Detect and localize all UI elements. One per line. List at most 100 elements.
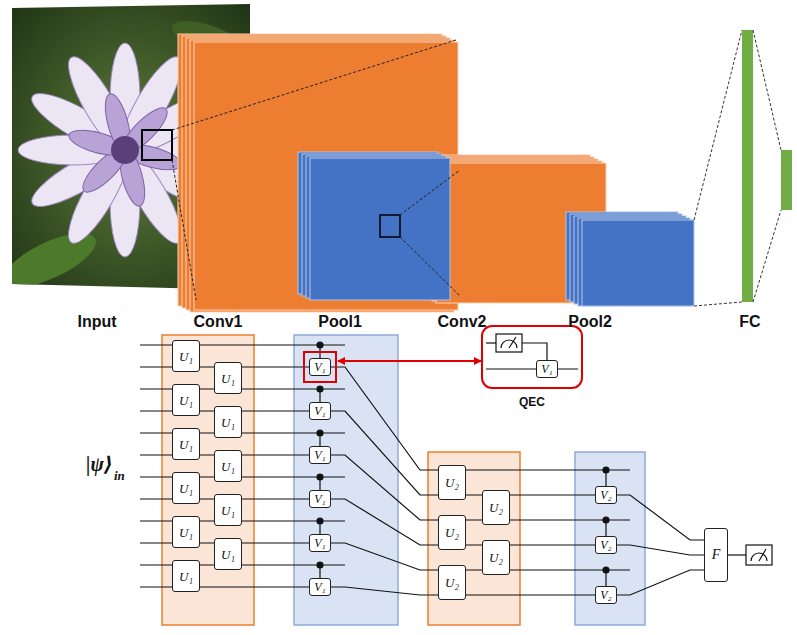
conv-region: [162, 335, 254, 625]
projection-line: [172, 160, 196, 300]
gate-label: V₁: [314, 449, 326, 461]
conv-gate: U₂: [438, 515, 466, 550]
projection-line: [400, 170, 460, 215]
gate-label: U₂: [445, 576, 459, 589]
gate-label: U₂: [445, 526, 459, 539]
caption-holder: QEC: [482, 392, 582, 410]
gate-label: V₁: [314, 405, 326, 417]
gate-label: U₂: [445, 476, 459, 489]
receptive-field: [380, 215, 400, 237]
conv-gate: U₂: [438, 465, 466, 500]
conv-gate: U₂: [482, 540, 510, 575]
projection-line: [694, 302, 742, 306]
gate-label: U₁: [179, 526, 193, 539]
layer-label: Input: [77, 313, 116, 330]
label-holder: |ψ⟩: [86, 452, 113, 476]
projection-line: [753, 30, 781, 150]
highlight-box: [304, 352, 336, 382]
gate-label: V₁: [314, 537, 326, 549]
label-holder: Pool1: [318, 313, 362, 331]
gate-label: U₁: [221, 548, 235, 561]
layer-label: Pool2: [568, 313, 612, 330]
pool-gate: V₁: [536, 360, 558, 378]
input-state: |ψ⟩: [86, 453, 113, 475]
conv-gate: U₁: [214, 538, 242, 570]
gate-label: U₁: [179, 394, 193, 407]
conv-region: [428, 452, 520, 625]
label-holder: Conv2: [438, 313, 487, 331]
layer-label: Conv1: [194, 313, 243, 330]
conv-gate: U₁: [214, 450, 242, 482]
gate-label: V₁: [314, 361, 326, 373]
gate-label: U₂: [489, 551, 503, 564]
label-holder: Pool2: [568, 313, 612, 331]
pool-gate: V₁: [309, 446, 331, 464]
gate-label: V₁: [314, 493, 326, 505]
gate-label: V₂: [600, 539, 612, 551]
pool-gate: V₂: [595, 486, 617, 504]
panel-title: QEC: [519, 395, 545, 409]
conv-gate: U₁: [172, 516, 200, 548]
label-holder: Conv1: [194, 313, 243, 331]
gate-label: U₁: [179, 438, 193, 451]
gate-label: F: [712, 548, 721, 562]
gate-label: V₂: [600, 589, 612, 601]
conv-gate: U₁: [172, 560, 200, 592]
conv-gate: U₁: [214, 362, 242, 394]
pool-gate: V₁: [309, 490, 331, 508]
label-holder: in: [114, 466, 125, 484]
state-subscript: in: [114, 468, 125, 483]
pool-region: [575, 452, 645, 625]
gate-label: U₁: [179, 350, 193, 363]
qubit-wires: [140, 345, 746, 595]
pool-gate: V₁: [309, 534, 331, 552]
receptive-field: [142, 130, 172, 160]
pool1-stack: [298, 152, 450, 300]
conv-gate: U₁: [214, 494, 242, 526]
output-bar: [781, 150, 792, 210]
pool-gate: V₂: [595, 586, 617, 604]
conv1-stack: [178, 34, 458, 312]
measurement-meter: [746, 545, 772, 565]
projection-line: [694, 30, 742, 220]
pool-gate: V₁: [309, 578, 331, 596]
pool-gate: V₂: [595, 536, 617, 554]
projection-line: [753, 210, 781, 302]
gate-label: V₁: [314, 581, 326, 593]
fidelity-box: F: [704, 528, 728, 582]
gate-label: V₂: [600, 489, 612, 501]
gate-label: U₁: [221, 416, 235, 429]
label-holder: FC: [739, 313, 760, 331]
layer-label: FC: [739, 313, 760, 330]
gate-label: U₁: [221, 460, 235, 473]
projection-line: [172, 40, 456, 130]
fc-bar: [742, 30, 753, 302]
conv-gate: U₂: [438, 565, 466, 600]
projection-line: [400, 237, 460, 296]
gate-label: V₁: [541, 363, 553, 375]
label-holder: Input: [77, 313, 116, 331]
callout-arrow: [338, 360, 481, 362]
gate-label: U₁: [179, 570, 193, 583]
gate-label: U₂: [489, 501, 503, 514]
conv-gate: U₁: [172, 340, 200, 372]
conv-gate: U₂: [482, 490, 510, 525]
conv-gate: U₁: [214, 406, 242, 438]
layer-label: Conv2: [438, 313, 487, 330]
conv-gate: U₁: [172, 428, 200, 460]
conv-gate: U₁: [172, 384, 200, 416]
pool2-stack: [566, 212, 694, 306]
qec-panel: QEC V₁: [482, 326, 582, 412]
conv-gate: U₁: [172, 472, 200, 504]
layer-label: Pool1: [318, 313, 362, 330]
pool-region: [294, 335, 398, 625]
gate-label: U₁: [221, 504, 235, 517]
qec-detail: [482, 326, 582, 388]
pool-gate: V₁: [309, 402, 331, 420]
gate-label: U₁: [179, 482, 193, 495]
pool-gate: V₁: [309, 358, 331, 376]
